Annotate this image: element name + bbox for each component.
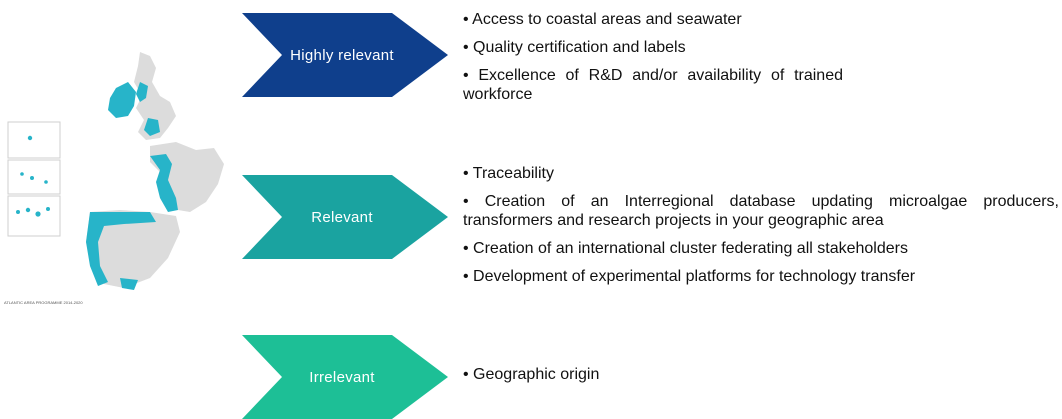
list-item: • Quality certification and labels	[463, 39, 686, 56]
canarias-island-2	[25, 207, 31, 213]
map-graphic: ATLANTIC AREA PROGRAMME 2014-2020	[4, 52, 224, 305]
azores-inset	[7, 159, 61, 195]
chevron-shape	[242, 175, 448, 259]
iberia-land	[86, 210, 180, 288]
atlantic-area-map: ATLANTIC AREA PROGRAMME 2014-2020	[0, 52, 240, 312]
andalucia-highlight	[120, 278, 138, 290]
canarias-island-3	[35, 211, 41, 217]
list-item: • Creation of an Interregional database …	[463, 193, 1059, 229]
list-item: • Creation of an international cluster f…	[463, 240, 908, 257]
relevant-list: • Traceability • Creation of an Interreg…	[463, 164, 1059, 295]
chevron-irrelevant: Irrelevant	[242, 335, 448, 419]
canarias-inset	[7, 195, 61, 237]
ireland-highlight	[108, 82, 136, 118]
chevron-shape	[242, 335, 448, 419]
azores-island-2	[30, 176, 34, 180]
scotland-highlight	[136, 82, 148, 102]
iberia-atlantic-highlight	[86, 212, 156, 286]
azores-island-1	[20, 172, 24, 176]
list-item: • Access to coastal areas and seawater	[463, 11, 742, 28]
madeira-island	[27, 135, 33, 141]
chevron-highly-relevant: Highly relevant	[242, 13, 448, 97]
canarias-island-1	[16, 210, 20, 214]
irrelevant-list: • Geographic origin	[463, 365, 843, 384]
chevron-label: Relevant	[311, 208, 373, 226]
list-item: • Geographic origin	[463, 366, 600, 383]
list-item: • Traceability	[463, 165, 554, 182]
chevron-shape	[242, 13, 448, 97]
chevron-label: Irrelevant	[309, 368, 375, 386]
azores-island-3	[44, 180, 48, 184]
map-caption: ATLANTIC AREA PROGRAMME 2014-2020	[4, 300, 83, 305]
great-britain-land	[134, 52, 176, 140]
chevron-relevant: Relevant	[242, 175, 448, 259]
wales-sw-highlight	[144, 118, 160, 136]
chevron-label: Highly relevant	[290, 46, 394, 64]
canarias-island-4	[46, 207, 50, 211]
madeira-inset	[7, 121, 61, 159]
highly-relevant-list: • Access to coastal areas and seawater •…	[463, 10, 843, 113]
list-item: • Excellence of R&D and/or availability …	[463, 67, 843, 103]
france-atlantic-highlight	[150, 154, 178, 212]
list-item: • Development of experimental platforms …	[463, 268, 916, 285]
